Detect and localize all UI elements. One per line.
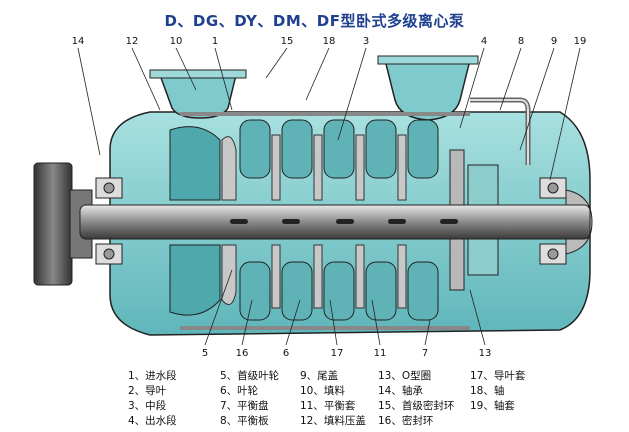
callout-number-12: 12 <box>126 36 139 47</box>
callout-number-10: 10 <box>170 36 183 47</box>
callout-number-3: 3 <box>363 36 369 47</box>
callout-number-11: 11 <box>374 348 387 359</box>
legend-item: 4、出水段 <box>128 415 177 427</box>
legend-item: 18、轴 <box>470 385 505 397</box>
callout-leader <box>305 47 330 101</box>
impellers <box>221 134 407 309</box>
callout-leader <box>175 47 197 91</box>
callout-leader <box>77 47 101 156</box>
coupling <box>33 162 73 286</box>
legend-item: 11、平衡套 <box>300 400 356 412</box>
legend-item: 14、轴承 <box>378 385 423 397</box>
callout-leader <box>285 299 301 346</box>
callout-leader <box>519 47 555 151</box>
callout-number-16: 16 <box>236 348 249 359</box>
legend-item: 8、平衡板 <box>220 415 269 427</box>
callout-leader <box>214 47 233 111</box>
stage-chambers-lower <box>239 261 439 321</box>
legend-item: 2、导叶 <box>128 385 167 397</box>
callout-leader <box>499 47 522 111</box>
callout-number-5: 5 <box>202 348 208 359</box>
callout-number-7: 7 <box>422 348 428 359</box>
legend-item: 6、叶轮 <box>220 385 259 397</box>
callout-number-15: 15 <box>281 36 294 47</box>
outlet-nozzle <box>384 59 471 121</box>
bearing-left <box>95 177 123 265</box>
legend-item: 12、填料压盖 <box>300 415 366 427</box>
legend-item: 1、进水段 <box>128 370 177 382</box>
callout-number-18: 18 <box>323 36 336 47</box>
callout-leader <box>371 299 381 346</box>
callout-leader <box>241 299 253 346</box>
callout-leader <box>131 47 161 111</box>
callout-number-6: 6 <box>283 348 289 359</box>
callout-leader <box>265 47 288 79</box>
legend-item: 17、导叶套 <box>470 370 526 382</box>
legend-item: 15、首级密封环 <box>378 400 455 412</box>
callout-number-17: 17 <box>331 348 344 359</box>
legend-item: 10、填料 <box>300 385 345 397</box>
diagram-title: D、DG、DY、DM、DF型卧式多级离心泵 <box>164 12 465 30</box>
legend-item: 7、平衡盘 <box>220 400 269 412</box>
bearing-right <box>539 177 567 265</box>
legend-item: 13、O型圈 <box>378 370 432 382</box>
callout-number-13: 13 <box>479 348 492 359</box>
callout-leader <box>469 289 486 346</box>
callout-number-14: 14 <box>72 36 85 47</box>
callout-number-9: 9 <box>551 36 557 47</box>
shaft <box>79 204 591 240</box>
callout-number-19: 19 <box>574 36 587 47</box>
legend-item: 16、密封环 <box>378 415 434 427</box>
callout-leader <box>424 319 431 346</box>
callout-leader <box>204 269 233 346</box>
legend-item: 9、尾盖 <box>300 370 339 382</box>
callout-leader <box>459 47 485 129</box>
legend-item: 19、轴套 <box>470 400 515 412</box>
callout-number-4: 4 <box>481 36 487 47</box>
inlet-nozzle <box>158 74 237 119</box>
callout-number-1: 1 <box>212 36 218 47</box>
callout-leader <box>329 299 338 346</box>
callout-number-8: 8 <box>518 36 524 47</box>
legend-item: 5、首级叶轮 <box>220 370 280 382</box>
callout-leader <box>337 47 367 141</box>
legend-item: 3、中段 <box>128 400 167 412</box>
stage-chambers-upper <box>239 119 439 179</box>
callout-leader <box>549 47 581 181</box>
